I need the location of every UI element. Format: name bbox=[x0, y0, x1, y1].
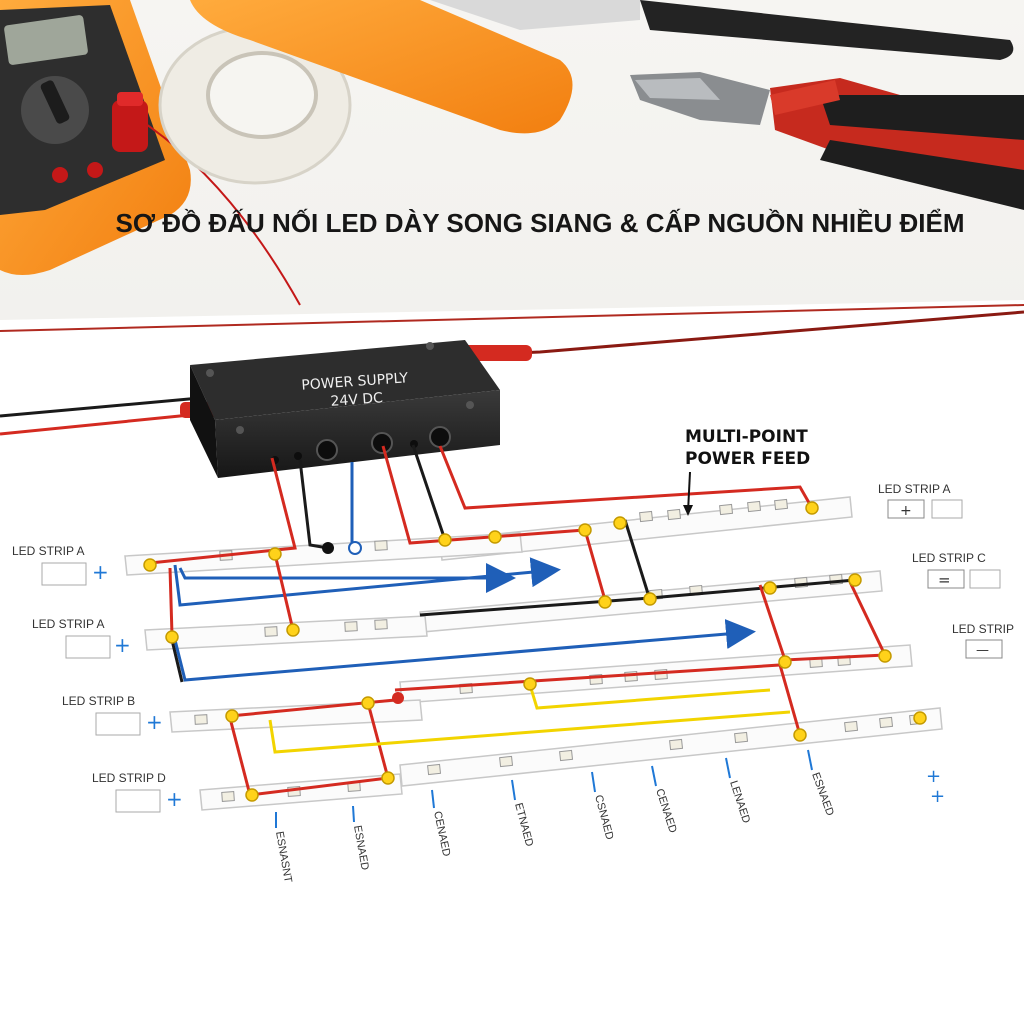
output-socket-2 bbox=[371, 432, 393, 454]
left-label-4: LED STRIP D bbox=[92, 771, 166, 785]
led-chip-icon-4 bbox=[115, 789, 161, 813]
plus-icon-3: + bbox=[146, 710, 163, 734]
yellow-wires bbox=[268, 684, 791, 754]
led-strip-row-4 bbox=[144, 615, 428, 651]
power-supply-voltage: 24V DC bbox=[330, 390, 384, 410]
terminal-icon-2 bbox=[927, 569, 965, 589]
left-label-1: LED STRIP A bbox=[12, 544, 84, 558]
led-chip-icon-3 bbox=[95, 712, 141, 736]
callout-line-1: MULTI-POINT bbox=[685, 427, 808, 447]
led-chip-icon-1 bbox=[41, 562, 87, 586]
callout-line-2: POWER FEED bbox=[685, 449, 810, 469]
plus-icon-5: + bbox=[900, 503, 912, 519]
equals-icon: = bbox=[938, 571, 951, 589]
plus-icon-2: + bbox=[114, 633, 131, 657]
left-label-3: LED STRIP B bbox=[62, 694, 135, 708]
digital-multimeter bbox=[0, 0, 191, 275]
side-cutter-pliers bbox=[630, 72, 1024, 210]
left-strip-labels: LED STRIP A LED STRIP A LED STRIP B LED … bbox=[12, 544, 183, 813]
data-signal-wires bbox=[173, 462, 756, 682]
power-supply-unit: POWER SUPPLY 24V DC bbox=[190, 340, 500, 478]
output-socket-1 bbox=[316, 439, 338, 461]
left-label-2: LED STRIP A bbox=[32, 617, 104, 631]
terminal-icon-1 bbox=[887, 499, 925, 519]
terminal-icon-3 bbox=[965, 639, 1003, 659]
wire-stripper bbox=[190, 0, 1014, 134]
masking-tape-roll bbox=[158, 25, 352, 185]
connection-nodes bbox=[143, 501, 927, 802]
right-strip-labels: LED STRIP A LED STRIP C LED STRIP + = — … bbox=[878, 482, 1014, 807]
output-socket-3 bbox=[429, 426, 451, 448]
diagram-title: SƠ ĐỒ ĐẤU NỐI LED DÀY SONG SIANG & CẤP N… bbox=[116, 208, 965, 238]
right-label-1: LED STRIP A bbox=[878, 482, 950, 496]
multi-point-callout: MULTI-POINT POWER FEED bbox=[683, 427, 810, 516]
plus-icon-6: + bbox=[926, 766, 941, 787]
led-chip-icon-2 bbox=[65, 635, 111, 659]
minus-icon: — bbox=[976, 643, 989, 658]
right-label-3: LED STRIP bbox=[952, 622, 1014, 636]
paper-sheet bbox=[0, 300, 1024, 1024]
plus-icon-4: + bbox=[166, 787, 183, 811]
right-label-2: LED STRIP C bbox=[912, 551, 986, 565]
plus-icon-1: + bbox=[92, 560, 109, 584]
power-supply-label: POWER SUPPLY bbox=[301, 370, 409, 393]
plus-icon-7: + bbox=[930, 786, 945, 807]
